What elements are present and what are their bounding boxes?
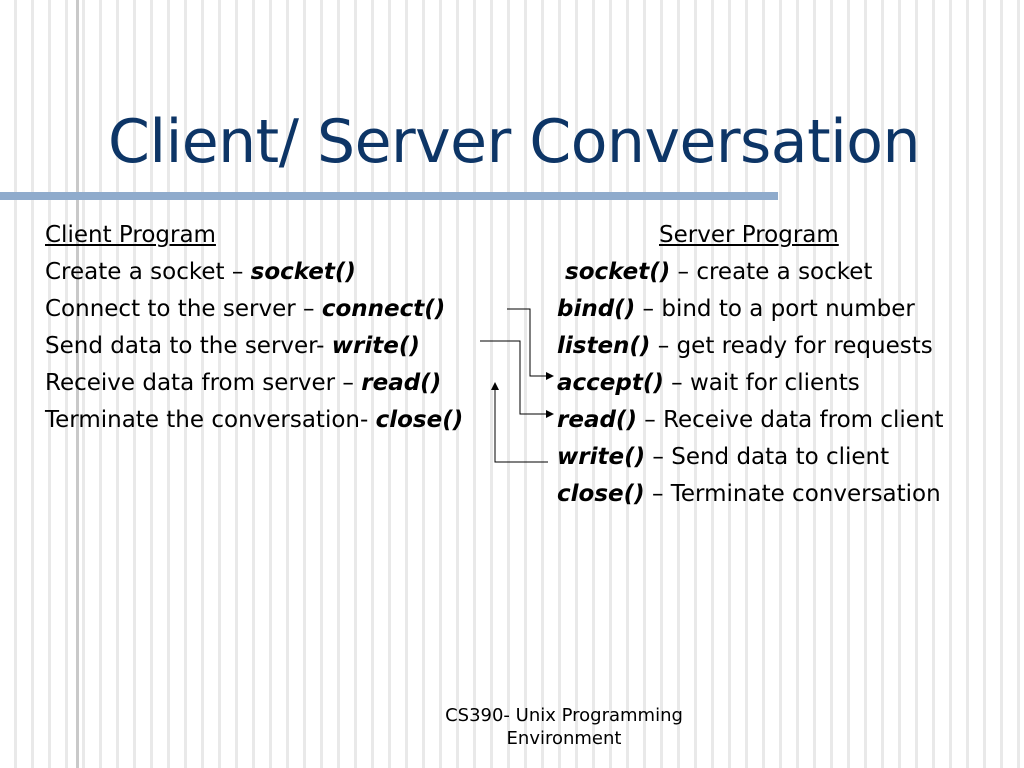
server-step-text: – Send data to client (645, 444, 890, 470)
client-step: Terminate the conversation- close() (45, 405, 463, 435)
client-program-header: Client Program (45, 222, 216, 248)
server-step-call: read() (557, 407, 637, 433)
client-step: Receive data from server – read() (45, 368, 441, 398)
client-step-text: Create a socket – (45, 259, 251, 285)
server-step: socket() – create a socket (565, 257, 872, 287)
client-step: Send data to the server- write() (45, 331, 420, 361)
server-step: listen() – get ready for requests (557, 331, 933, 361)
server-step: accept() – wait for clients (557, 368, 860, 398)
vertical-rule (76, 0, 79, 768)
client-step-call: close() (375, 407, 464, 433)
server-step: bind() – bind to a port number (557, 294, 915, 324)
server-step: close() – Terminate conversation (557, 479, 941, 509)
server-step: write() – Send data to client (557, 442, 889, 472)
server-step-call: accept() (557, 370, 664, 396)
connect-to-accept-arrow (507, 308, 554, 380)
server-step-text: – get ready for requests (650, 333, 933, 359)
client-step-text: Terminate the conversation- (45, 407, 376, 433)
client-step-text: Receive data from server – (45, 370, 362, 396)
client-step-call: write() (331, 333, 420, 359)
client-step-text: Connect to the server – (45, 296, 322, 322)
client-step-text: Send data to the server- (45, 333, 332, 359)
server-program-header: Server Program (659, 222, 839, 248)
server-step-text: – create a socket (670, 259, 873, 285)
server-step-call: write() (557, 444, 646, 470)
slide-title: Client/ Server Conversation (108, 107, 921, 177)
client-step: Connect to the server – connect() (45, 294, 445, 324)
server-step-call: close() (557, 481, 645, 507)
server-step-text: – Terminate conversation (644, 481, 941, 507)
server-step-call: socket() (565, 259, 671, 285)
title-underline-bar (0, 192, 778, 200)
slide-footer: CS390- Unix Programming Environment (404, 704, 724, 750)
server-step-text: – Receive data from client (636, 407, 944, 433)
server-step-text: – wait for clients (663, 370, 860, 396)
client-step-call: read() (361, 370, 442, 396)
server-step: read() – Receive data from client (557, 405, 944, 435)
server-step-text: – bind to a port number (635, 296, 915, 322)
write-to-read-arrow (480, 340, 554, 418)
client-step-call: connect() (321, 296, 446, 322)
footer-line: CS390- Unix Programming (445, 705, 683, 726)
client-step: Create a socket – socket() (45, 257, 356, 287)
server-step-call: listen() (557, 333, 651, 359)
client-step-call: socket() (250, 259, 356, 285)
server-write-to-client-read-arrow (491, 382, 548, 463)
server-step-call: bind() (557, 296, 636, 322)
footer-line: Environment (506, 728, 622, 749)
